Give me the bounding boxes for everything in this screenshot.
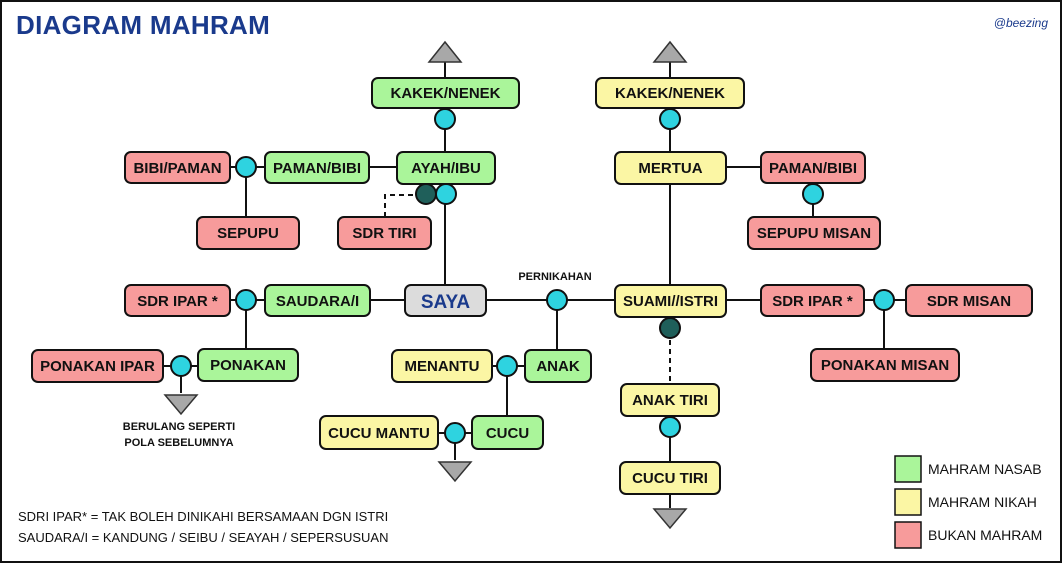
node-paman-bibi-right: PAMAN/BIBI bbox=[760, 151, 866, 184]
svg-text:SDR IPAR *: SDR IPAR * bbox=[772, 293, 853, 310]
dot-pernikahan bbox=[546, 289, 568, 311]
node-menantu: MENANTU bbox=[391, 349, 493, 383]
svg-text:ANAK: ANAK bbox=[536, 358, 579, 375]
svg-text:MAHRAM NASAB: MAHRAM NASAB bbox=[928, 461, 1042, 477]
dot-ponakan bbox=[170, 355, 192, 377]
dot-kakek-left bbox=[434, 108, 456, 130]
svg-text:SAYA: SAYA bbox=[421, 292, 471, 313]
arrows bbox=[163, 40, 688, 530]
junction-dots bbox=[170, 108, 895, 444]
dot-paman-right bbox=[802, 183, 824, 205]
svg-text:BUKAN MAHRAM: BUKAN MAHRAM bbox=[928, 527, 1042, 543]
node-bibi-paman: BIBI/PAMAN bbox=[124, 151, 231, 184]
svg-text:KAKEK/NENEK: KAKEK/NENEK bbox=[390, 85, 500, 102]
dot-ayah-ibu bbox=[435, 183, 457, 205]
legend-item-bukan: BUKAN MAHRAM bbox=[894, 521, 1042, 549]
node-ponakan-misan: PONAKAN MISAN bbox=[810, 348, 960, 382]
node-sdr-ipar-left: SDR IPAR * bbox=[124, 284, 231, 317]
node-saudara: SAUDARA/I bbox=[264, 284, 371, 317]
dot-anak-tiri bbox=[659, 416, 681, 438]
node-suami-istri: SUAMI//ISTRI bbox=[614, 284, 727, 318]
step-relation-lines bbox=[384, 194, 671, 384]
dot-ipar-misan bbox=[873, 289, 895, 311]
node-cucu-tiri: CUCU TIRI bbox=[619, 461, 721, 495]
node-ponakan: PONAKAN bbox=[197, 348, 299, 382]
node-cucu-mantu: CUCU MANTU bbox=[319, 415, 439, 450]
node-kakek-nenek-left: KAKEK/NENEK bbox=[371, 77, 520, 109]
page-title: DIAGRAM MAHRAM bbox=[16, 10, 271, 40]
dot-step-left bbox=[415, 183, 437, 205]
svg-text:PAMAN/BIBI: PAMAN/BIBI bbox=[273, 160, 361, 177]
node-sepupu-misan: SEPUPU MISAN bbox=[747, 216, 881, 250]
node-saya: SAYA bbox=[404, 284, 487, 317]
svg-text:SEPUPU: SEPUPU bbox=[217, 225, 279, 242]
node-ayah-ibu: AYAH/IBU bbox=[396, 151, 496, 185]
dot-kakek-right bbox=[659, 108, 681, 130]
footnote-ipar: SDRI IPAR* = TAK BOLEH DINIKAHI BERSAMAA… bbox=[18, 509, 389, 524]
dot-saudara bbox=[235, 289, 257, 311]
node-sdr-misan: SDR MISAN bbox=[905, 284, 1033, 317]
svg-text:CUCU MANTU: CUCU MANTU bbox=[328, 425, 430, 442]
node-sdr-tiri: SDR TIRI bbox=[337, 216, 432, 250]
author-handle: @beezing bbox=[993, 16, 1048, 30]
svg-text:CUCU: CUCU bbox=[486, 425, 529, 442]
svg-text:CUCU TIRI: CUCU TIRI bbox=[632, 470, 708, 487]
svg-text:PONAKAN: PONAKAN bbox=[210, 357, 286, 374]
svg-text:SUAMI//ISTRI: SUAMI//ISTRI bbox=[623, 293, 718, 310]
svg-text:BIBI/PAMAN: BIBI/PAMAN bbox=[133, 160, 221, 177]
label-berulang-line2: POLA SEBELUMNYA bbox=[124, 437, 233, 449]
svg-text:PAMAN/BIBI: PAMAN/BIBI bbox=[769, 160, 857, 177]
legend-item-nasab: MAHRAM NASAB bbox=[894, 455, 1042, 483]
node-mertua: MERTUA bbox=[614, 151, 727, 185]
node-paman-bibi-left: PAMAN/BIBI bbox=[264, 151, 370, 184]
svg-text:MAHRAM NIKAH: MAHRAM NIKAH bbox=[928, 494, 1037, 510]
label-pernikahan: PERNIKAHAN bbox=[518, 271, 591, 283]
svg-text:KAKEK/NENEK: KAKEK/NENEK bbox=[615, 85, 725, 102]
arrow-down-ponakan bbox=[163, 394, 199, 416]
footnote-saudara: SAUDARA/I = KANDUNG / SEIBU / SEAYAH / S… bbox=[18, 530, 389, 545]
svg-text:SDR IPAR *: SDR IPAR * bbox=[137, 293, 218, 310]
svg-text:AYAH/IBU: AYAH/IBU bbox=[411, 160, 481, 177]
dot-bibi-paman bbox=[235, 156, 257, 178]
svg-text:MENANTU: MENANTU bbox=[405, 358, 480, 375]
node-anak: ANAK bbox=[524, 349, 592, 383]
dot-step-right bbox=[659, 317, 681, 339]
svg-text:MERTUA: MERTUA bbox=[638, 160, 702, 177]
arrow-up-left bbox=[427, 40, 463, 63]
label-berulang-line1: BERULANG SEPERTI bbox=[123, 421, 235, 433]
legend-item-nikah: MAHRAM NIKAH bbox=[894, 488, 1037, 516]
dot-cucu bbox=[444, 422, 466, 444]
node-ponakan-ipar: PONAKAN IPAR bbox=[31, 349, 164, 383]
legend: MAHRAM NASAB MAHRAM NIKAH BUKAN MAHRAM bbox=[894, 455, 1042, 549]
node-anak-tiri: ANAK TIRI bbox=[620, 383, 720, 417]
svg-text:SEPUPU MISAN: SEPUPU MISAN bbox=[757, 225, 871, 242]
node-sepupu: SEPUPU bbox=[196, 216, 300, 250]
svg-text:ANAK TIRI: ANAK TIRI bbox=[632, 392, 708, 409]
arrow-up-right bbox=[652, 40, 688, 63]
node-sdr-ipar-right: SDR IPAR * bbox=[760, 284, 865, 317]
arrow-down-cucu-tiri bbox=[652, 508, 688, 530]
dashed-line-sdr-tiri bbox=[384, 194, 422, 217]
dot-anak bbox=[496, 355, 518, 377]
node-kakek-nenek-right: KAKEK/NENEK bbox=[595, 77, 745, 109]
footnotes: SDRI IPAR* = TAK BOLEH DINIKAHI BERSAMAA… bbox=[18, 506, 388, 548]
node-cucu: CUCU bbox=[471, 415, 544, 450]
svg-text:SDR TIRI: SDR TIRI bbox=[352, 225, 416, 242]
svg-text:PONAKAN MISAN: PONAKAN MISAN bbox=[821, 357, 949, 374]
svg-text:SAUDARA/I: SAUDARA/I bbox=[276, 293, 359, 310]
svg-text:PONAKAN IPAR: PONAKAN IPAR bbox=[40, 358, 155, 375]
arrow-down-cucu bbox=[437, 461, 473, 483]
svg-text:SDR MISAN: SDR MISAN bbox=[927, 293, 1011, 310]
